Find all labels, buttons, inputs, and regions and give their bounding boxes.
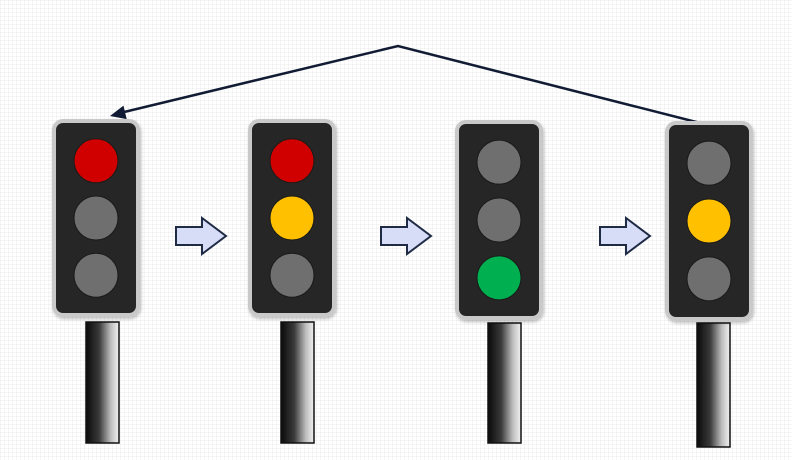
traffic-light-go	[455, 120, 543, 444]
traffic-light-stop	[52, 119, 140, 444]
middle-lamp-amber	[269, 195, 315, 241]
middle-lamp-off	[73, 195, 119, 241]
middle-lamp-off	[476, 197, 522, 243]
step-arrow-icon-2	[380, 216, 433, 256]
pole	[280, 321, 315, 444]
lights-layer	[52, 119, 753, 448]
step-arrow-icon-3	[599, 216, 652, 256]
pole	[85, 321, 120, 444]
pole	[487, 322, 522, 444]
middle-lamp-amber	[686, 198, 732, 244]
step-arrow-icon-1	[175, 216, 228, 256]
pole	[696, 322, 731, 448]
arrows-layer	[110, 44, 709, 256]
bottom-lamp-off	[686, 256, 732, 302]
bottom-lamp-green	[476, 255, 522, 301]
return-arrow-line	[123, 44, 709, 127]
bottom-lamp-off	[269, 252, 315, 298]
return-arrow-icon	[110, 44, 709, 127]
traffic-light-ready	[248, 119, 336, 444]
top-lamp-red	[269, 138, 315, 184]
traffic-light-caution	[665, 121, 753, 448]
top-lamp-red	[73, 138, 119, 184]
bottom-lamp-off	[73, 252, 119, 298]
top-lamp-off	[686, 140, 732, 186]
top-lamp-off	[476, 139, 522, 185]
return-arrow-head-icon	[110, 105, 127, 120]
